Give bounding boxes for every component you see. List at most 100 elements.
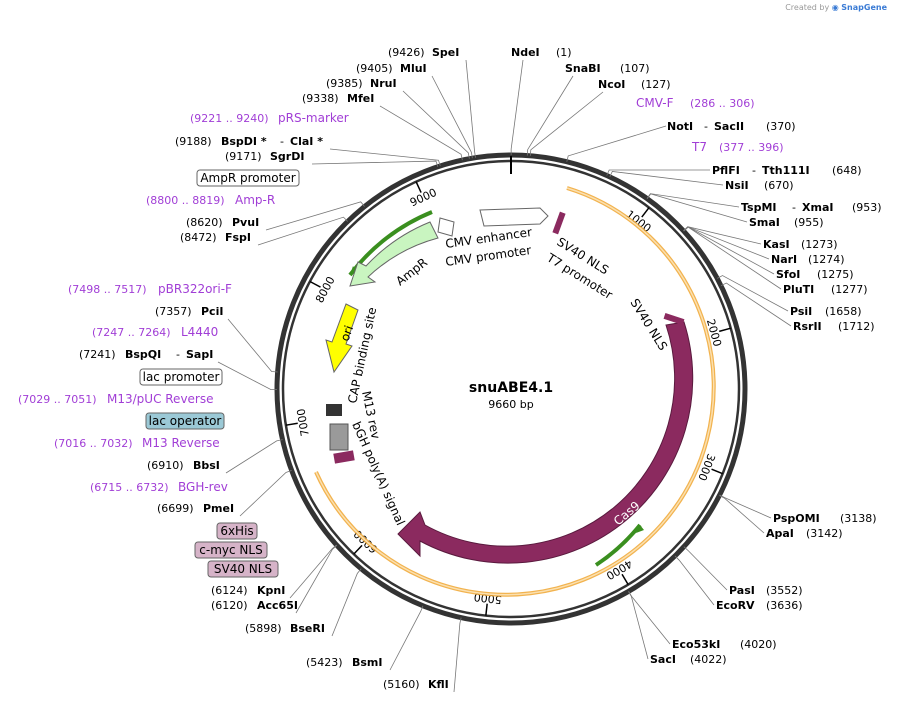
enzyme-label[interactable]: (6120)Acc65I (211, 599, 298, 612)
enzyme-label[interactable]: (6910)BbsI (147, 459, 220, 472)
leader-line (609, 170, 724, 186)
scale-tick (711, 468, 723, 475)
boxed-feature-labels: AmpR promoter lac promoter lac operator … (139, 169, 300, 578)
enzyme-label[interactable]: (9405)MluI (356, 62, 427, 75)
enzyme-label[interactable]: (8620)PvuI (186, 216, 259, 229)
enzyme-label[interactable]: NcoI(127) (598, 78, 671, 91)
enzyme-label[interactable]: (5423)BsmI (306, 656, 383, 669)
primer-label[interactable]: (8800 .. 8819)Amp-R (146, 193, 275, 207)
sv40-nls-feature-b[interactable] (663, 313, 685, 325)
leader-line (265, 201, 365, 231)
tag-features[interactable] (333, 450, 355, 464)
snapgene-credit: Created by ◉ SnapGene (785, 3, 887, 12)
scale-tick (621, 573, 629, 585)
orf-green-arrowhead (636, 525, 644, 533)
leader-line (628, 591, 649, 660)
leader-line (465, 59, 476, 158)
leader-line (311, 160, 439, 167)
leader-line (566, 125, 667, 162)
leader-line (379, 105, 463, 161)
leader-line (295, 545, 338, 614)
enzyme-label[interactable]: Eco53kI(4020) (672, 638, 777, 651)
enzyme-labels-left: (9426)SpeI (9405)MluI (9385)NruI (9338)M… (79, 46, 459, 691)
enzyme-label[interactable]: TspMI-XmaI(953) (741, 201, 882, 214)
c-myc-nls-box[interactable]: c-myc NLS (194, 541, 268, 559)
enzyme-label[interactable]: PluTI(1277) (783, 283, 868, 296)
leader-line (526, 75, 574, 156)
enzyme-label[interactable]: RsrII(1712) (793, 320, 875, 333)
primer-label[interactable]: (7247 .. 7264)L4440 (92, 325, 218, 339)
enzyme-label[interactable]: (9171)SgrDI (225, 150, 304, 163)
enzyme-label[interactable]: (5160)KflI (383, 678, 449, 691)
enzyme-label[interactable]: SmaI(955) (749, 216, 824, 229)
enzyme-label[interactable]: (9338)MfeI (302, 92, 374, 105)
enzyme-label[interactable]: NarI(1274) (771, 253, 845, 266)
lac-operator-box[interactable]: lac operator (145, 412, 225, 430)
enzyme-label[interactable]: EcoRV(3636) (716, 599, 803, 612)
enzyme-label[interactable]: PasI(3552) (729, 584, 803, 597)
enzyme-label[interactable]: PsiI(1658) (790, 305, 862, 318)
primer-label[interactable]: (9221 .. 9240)pRS-marker (190, 111, 349, 125)
enzyme-label[interactable]: NdeI(1) (511, 46, 572, 59)
leader-line (329, 148, 441, 167)
cmv-promoter-feature[interactable] (479, 207, 549, 227)
enzyme-label[interactable]: (7357)PciI (155, 305, 223, 318)
enzyme-label[interactable]: (9426)SpeI (388, 46, 459, 59)
ampr-promoter-feature[interactable] (437, 217, 455, 237)
enzyme-label[interactable]: (5898)BseRI (245, 622, 325, 635)
leader-line (720, 282, 792, 327)
enzyme-label[interactable]: (7241)BspQI-SapI (79, 348, 213, 361)
svg-text:lac promoter: lac promoter (143, 370, 220, 384)
enzyme-label[interactable]: NotI-SacII(370) (667, 120, 796, 133)
enzyme-label[interactable]: (9188)BspDI *-ClaI * (175, 135, 323, 148)
leader-line (646, 193, 740, 208)
credit-prefix: Created by (785, 3, 830, 12)
leader-line (239, 469, 292, 517)
lac-promoter-feature[interactable] (326, 404, 342, 416)
enzyme-label[interactable]: SnaBI(107) (565, 62, 650, 75)
primer-label[interactable]: (7498 .. 7517)pBR322ori-F (68, 282, 232, 296)
enzyme-label[interactable]: NsiI(670) (725, 179, 794, 192)
svg-text:c-myc NLS: c-myc NLS (199, 543, 262, 557)
scale-tick (285, 422, 298, 426)
ampr-label: AmpR (393, 255, 430, 288)
enzyme-label[interactable]: (6124)KpnI (211, 584, 285, 597)
snapgene-logo-icon: ◉ (831, 3, 839, 12)
cas9-feature[interactable] (397, 321, 694, 564)
leader-line (453, 617, 462, 693)
primer-label[interactable]: (7016 .. 7032)M13 Reverse (54, 436, 220, 450)
scale-tick (309, 280, 321, 288)
orf-green-cas9 (594, 523, 642, 567)
primer-label[interactable]: CMV-F(286 .. 306) (636, 96, 755, 110)
sv40-nls-feature-a[interactable] (552, 211, 566, 235)
sv40-nls-label-b: SV40 NLS (627, 296, 670, 353)
plasmid-length: 9660 bp (488, 398, 533, 411)
primer-label[interactable]: T7(377 .. 396) (691, 140, 784, 154)
enzyme-label[interactable]: PflFI-Tth111I(648) (712, 164, 862, 177)
enzyme-label[interactable]: (6699)PmeI (157, 502, 234, 515)
leader-line (431, 75, 473, 159)
lac-promoter-box[interactable]: lac promoter (139, 368, 223, 386)
primer-label[interactable]: (6715 .. 6732)BGH-rev (90, 480, 228, 494)
sv40-nls-box[interactable]: SV40 NLS (207, 560, 279, 578)
scale-tick (718, 327, 731, 333)
primer-label[interactable]: (7029 .. 7051)M13/pUC Reverse (18, 392, 214, 406)
enzyme-label[interactable]: (9385)NruI (326, 77, 397, 90)
leader-line (719, 495, 765, 534)
ampr-promoter-box[interactable]: AmpR promoter (196, 169, 300, 187)
bgh-polya-feature[interactable] (329, 423, 349, 451)
enzyme-label[interactable]: SacI(4022) (650, 653, 727, 666)
ampr-feature[interactable] (349, 221, 439, 287)
enzyme-label[interactable]: PspOMI(3138) (773, 512, 877, 525)
6xhis-box[interactable]: 6xHis (216, 522, 258, 540)
enzyme-label[interactable]: ApaI(3142) (766, 527, 843, 540)
plasmid-name: snuABE4.1 (469, 380, 553, 396)
orf-orange-ring-highlight (315, 187, 715, 596)
leader-line (217, 361, 278, 391)
ori-feature[interactable] (325, 303, 359, 374)
enzyme-label[interactable]: KasI(1273) (763, 238, 838, 251)
scale-tick (353, 544, 363, 555)
enzyme-label[interactable]: SfoI(1275) (776, 268, 854, 281)
backbone-outer-ring (274, 152, 748, 626)
enzyme-label[interactable]: (8472)FspI (180, 231, 251, 244)
